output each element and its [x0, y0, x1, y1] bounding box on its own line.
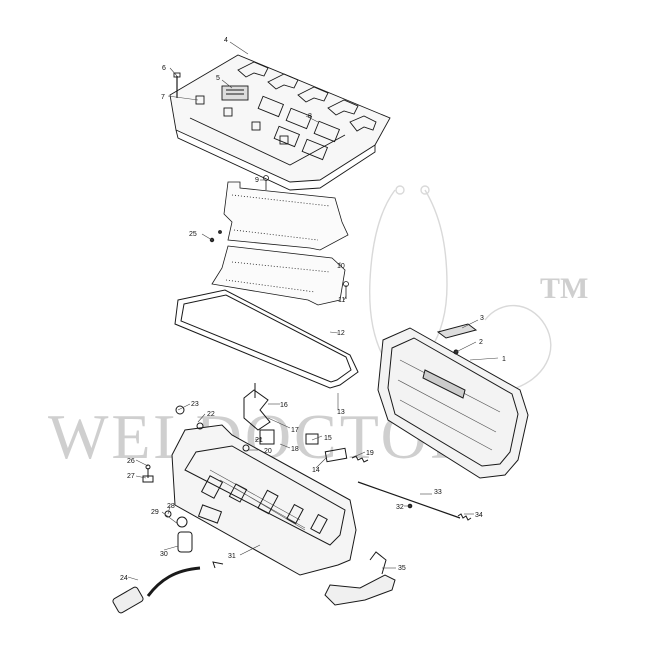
part-label-28: 28	[167, 503, 175, 510]
part-label-14: 14	[312, 467, 320, 474]
top-cover-assembly	[169, 54, 391, 191]
part-label-2: 2	[479, 339, 483, 346]
part-label-31: 31	[228, 553, 236, 560]
part-label-18: 18	[291, 446, 299, 453]
base-housing	[112, 383, 472, 614]
part-label-8: 8	[308, 113, 312, 120]
part-label-21: 21	[255, 437, 263, 444]
part-label-25: 25	[189, 231, 197, 238]
part-label-32: 32	[396, 504, 404, 511]
part-label-1: 1	[502, 356, 506, 363]
part-label-30: 30	[160, 551, 168, 558]
part-label-6: 6	[162, 65, 166, 72]
leader-lines	[127, 41, 499, 581]
part-label-19: 19	[366, 450, 374, 457]
part-label-35: 35	[398, 565, 406, 572]
part-label-4: 4	[224, 37, 228, 44]
watermark-tm: TM	[540, 272, 588, 305]
part-label-33: 33	[434, 489, 442, 496]
rear-housing	[377, 323, 529, 479]
gasket-seal	[174, 289, 359, 389]
part-label-3: 3	[480, 315, 484, 322]
part-label-20: 20	[264, 448, 272, 455]
part-label-23: 23	[191, 401, 199, 408]
part-label-17: 17	[291, 427, 299, 434]
part-label-26: 26	[127, 458, 135, 465]
part-label-27: 27	[127, 473, 135, 480]
part-labels: 1 2 3 4 5 6 7 8 9 10 11 12 13 14 15 16 1…	[120, 37, 506, 582]
part-label-7: 7	[161, 94, 165, 101]
part-label-16: 16	[280, 402, 288, 409]
part-label-13: 13	[337, 409, 345, 416]
part-label-15: 15	[324, 435, 332, 442]
part-label-34: 34	[475, 512, 483, 519]
part-label-9: 9	[255, 177, 259, 184]
part-label-29: 29	[151, 509, 159, 516]
part-label-12: 12	[337, 330, 345, 337]
part-label-11: 11	[338, 297, 345, 304]
pcb-boards	[209, 175, 349, 306]
part-label-10: 10	[337, 263, 345, 270]
part-label-24: 24	[120, 575, 128, 582]
part-label-22: 22	[207, 411, 215, 418]
part-label-5: 5	[216, 75, 220, 82]
